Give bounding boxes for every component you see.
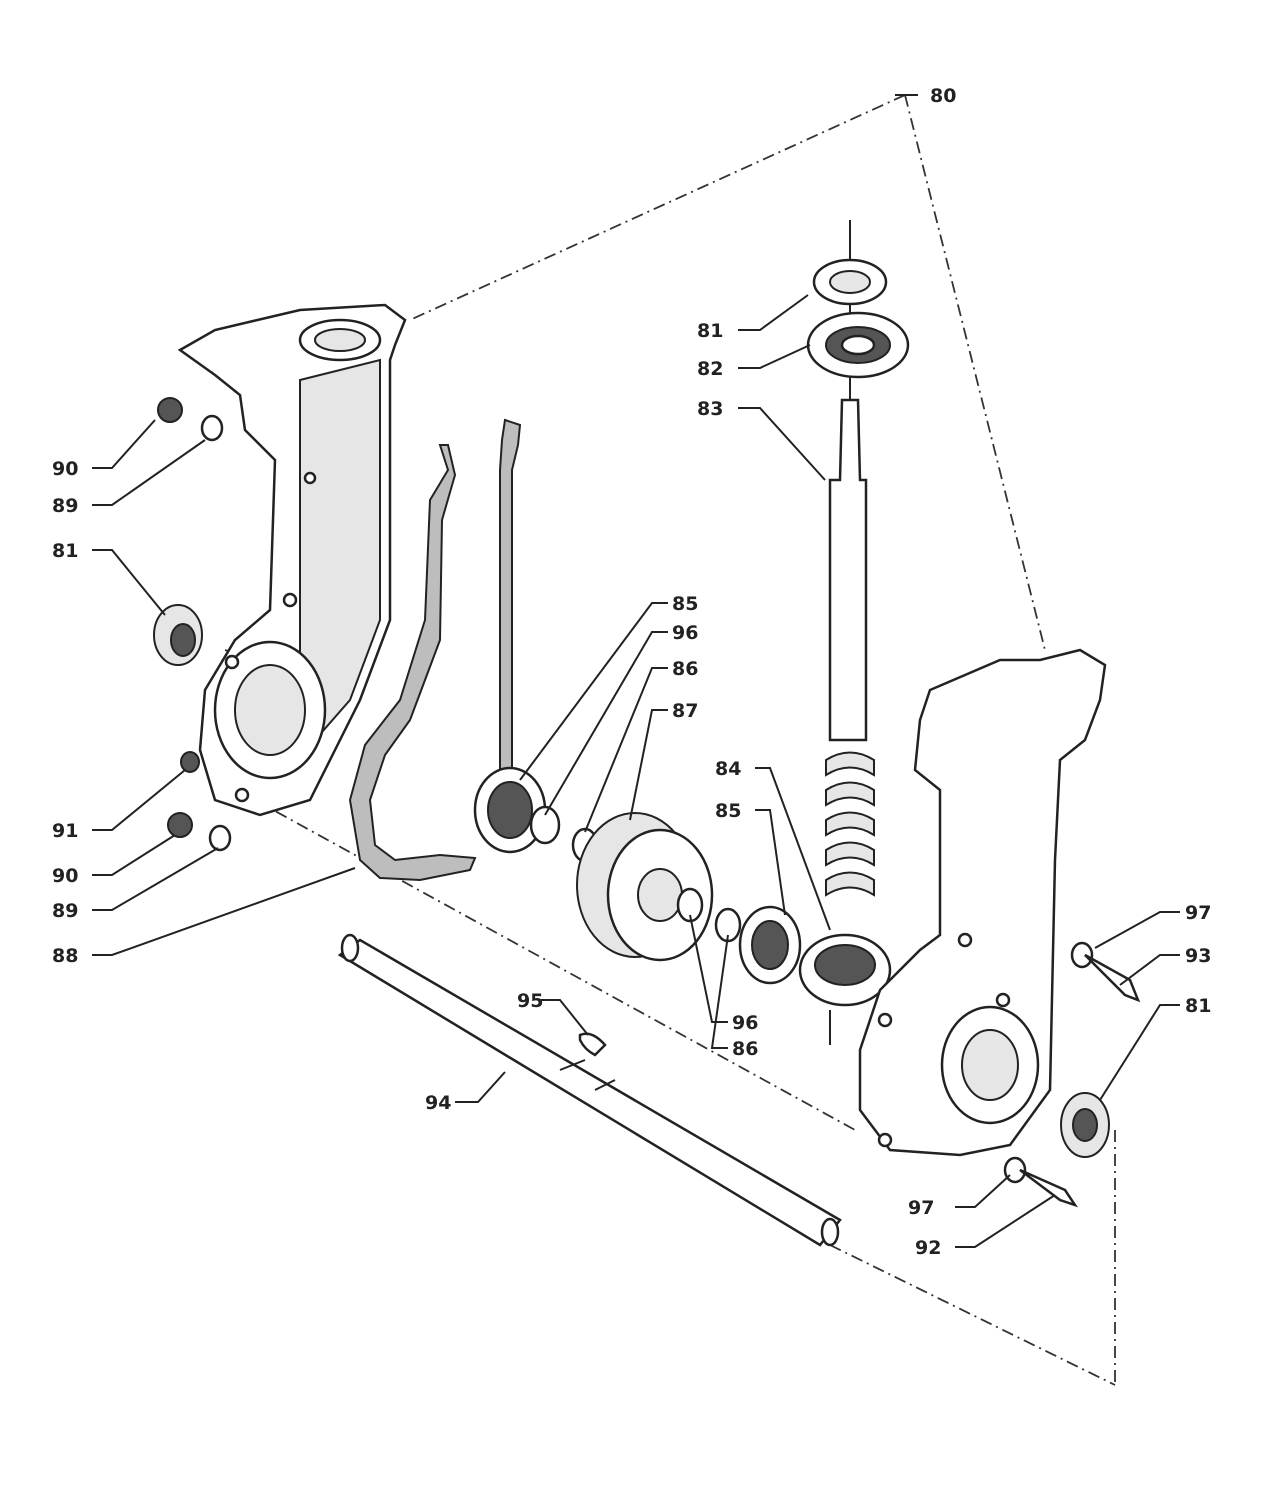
label-93: 93 [1185,945,1211,967]
label-89-bot: 89 [52,900,78,922]
right-housing [858,648,1107,1157]
label-88: 88 [52,945,78,967]
label-87: 87 [672,700,698,722]
label-81-top: 81 [697,320,723,342]
label-85-mid: 85 [715,800,741,822]
label-81-left: 81 [52,540,78,562]
label-97-bot: 97 [908,1197,934,1219]
label-84: 84 [715,758,741,780]
hardware [153,397,1141,1208]
label-94: 94 [425,1092,451,1114]
label-89-top: 89 [52,495,78,517]
label-80: 80 [930,85,956,107]
label-91: 91 [52,820,78,842]
label-96-top: 96 [672,622,698,644]
label-86-bot: 86 [732,1038,758,1060]
label-83: 83 [697,398,723,420]
gear-train [473,766,892,1045]
label-90-top: 90 [52,458,78,480]
label-86-top: 86 [672,658,698,680]
left-housing [177,303,407,817]
top-bearings [806,258,910,379]
label-81-right: 81 [1185,995,1211,1017]
label-96-bot: 96 [732,1012,758,1034]
label-97-top: 97 [1185,902,1211,924]
callout-labels: 80 81 82 83 90 89 81 85 96 86 87 84 85 9… [52,85,1211,1259]
label-92: 92 [915,1237,941,1259]
leader-lines [92,94,1180,1248]
label-95: 95 [517,990,543,1012]
label-90-bot: 90 [52,865,78,887]
label-85-top: 85 [672,593,698,615]
main-shaft [337,933,842,1247]
label-82: 82 [697,358,723,380]
worm-shaft [825,220,875,897]
